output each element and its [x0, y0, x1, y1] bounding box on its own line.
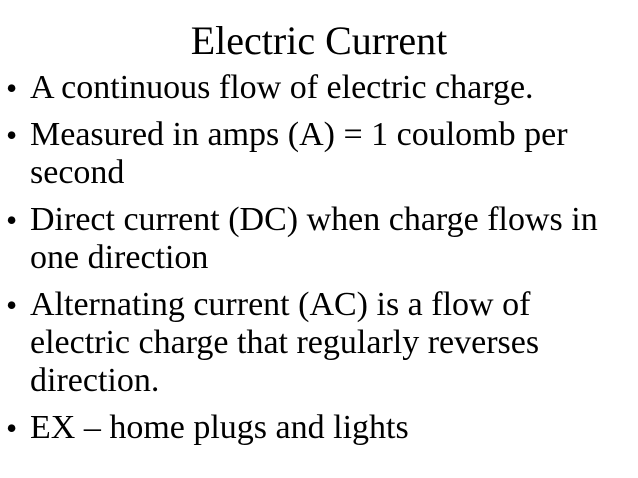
bullet-text: A continuous flow of electric charge.: [30, 69, 534, 106]
bullet-icon: •: [6, 202, 18, 238]
bullet-item: • EX – home plugs and lights: [0, 409, 638, 447]
bullet-text: EX – home plugs and lights: [30, 409, 409, 446]
slide-title: Electric Current: [190, 18, 448, 63]
bullet-text: Alternating current (AC) is a flow of el…: [30, 286, 540, 399]
bullet-icon: •: [6, 410, 18, 446]
bullet-list: • A continuous flow of electric charge. • M…: [0, 69, 638, 447]
bullet-item: • Measured in amps (A) = 1 coulomb per se…: [0, 116, 638, 192]
bullet-item: • A continuous flow of electric charge.: [0, 69, 638, 107]
bullet-icon: •: [6, 117, 18, 153]
bullet-item: • Alternating current (AC) is a flow of e…: [0, 286, 638, 400]
bullet-text: Direct current (DC) when charge flows in…: [30, 201, 598, 276]
bullet-item: • Direct current (DC) when charge flows i…: [0, 201, 638, 277]
bullet-icon: •: [6, 287, 18, 323]
bullet-text: Measured in amps (A) = 1 coulomb per sec…: [30, 116, 568, 191]
bullet-icon: •: [6, 70, 18, 106]
